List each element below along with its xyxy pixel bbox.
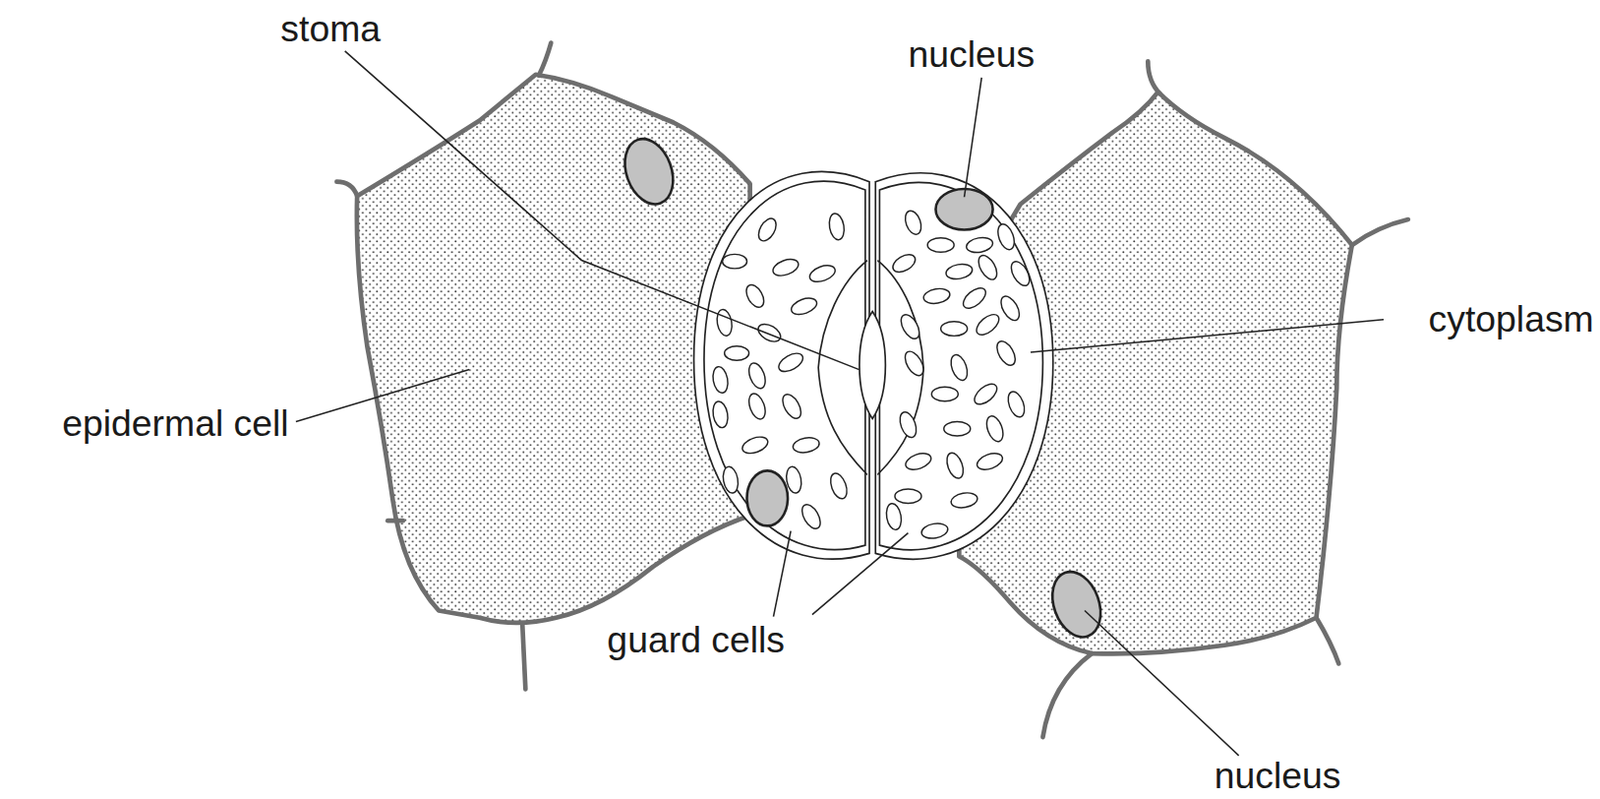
cell-wall-stubs: [336, 43, 1408, 738]
chloroplast: [770, 255, 801, 279]
chloroplast: [974, 450, 1005, 474]
chloroplast: [945, 262, 974, 282]
epidermal-cell-left: [356, 74, 751, 623]
cell-wall: [1042, 652, 1092, 737]
chloroplast: [944, 421, 971, 437]
cell-wall: [522, 624, 526, 689]
chloroplast: [745, 391, 769, 421]
chloroplast: [714, 307, 734, 337]
part-label: guard cells: [606, 621, 785, 658]
chloroplast: [755, 215, 780, 244]
chloroplast: [798, 501, 825, 533]
stoma-pore: [859, 310, 886, 418]
part-label: nucleus: [1214, 757, 1342, 794]
cell-wall: [1147, 60, 1160, 94]
chloroplast: [827, 471, 850, 501]
leader-line: [773, 531, 792, 617]
chloroplast: [711, 364, 730, 394]
chloroplast: [807, 262, 837, 286]
chloroplast: [884, 501, 903, 531]
chloroplast: [711, 400, 730, 429]
chloroplast: [965, 236, 995, 255]
guard-cell-right: [875, 173, 1054, 559]
chloroplast: [745, 360, 769, 391]
chloroplast: [722, 253, 748, 269]
chloroplast: [827, 212, 846, 241]
chloroplast: [920, 521, 949, 540]
nucleus-shape: [1044, 564, 1110, 644]
leader-line: [812, 533, 909, 615]
chloroplast: [788, 295, 819, 318]
chloroplast: [897, 311, 924, 343]
leader-line: [296, 369, 470, 422]
chloroplast: [970, 379, 1001, 408]
chloroplast: [1005, 389, 1028, 419]
cell-wall: [1352, 219, 1409, 245]
chloroplast: [775, 349, 807, 375]
leader-line: [964, 77, 983, 197]
leader-line: [1030, 319, 1384, 353]
cell-wall: [538, 43, 551, 76]
chloroplast: [740, 433, 771, 457]
chloroplast: [944, 450, 967, 480]
chloroplast: [894, 488, 922, 504]
leader-line: [345, 51, 860, 370]
chloroplast: [720, 465, 740, 494]
guard-cell-left: [694, 171, 870, 559]
cell-wall: [387, 518, 404, 524]
chloroplast: [755, 320, 784, 346]
leader-lines: [296, 51, 1384, 756]
chloroplast: [995, 222, 1018, 252]
part-label: stoma: [280, 9, 381, 47]
chloroplast: [931, 386, 958, 402]
leader-line: [1084, 609, 1240, 755]
guard-cell-right-inner: [879, 181, 1043, 549]
chloroplast: [927, 237, 954, 253]
epidermal-cells: [336, 43, 1408, 738]
nucleus-shape: [616, 131, 682, 211]
chloroplast: [948, 352, 971, 382]
part-label: epidermal cell: [61, 405, 289, 442]
chloroplast: [983, 414, 1007, 444]
chloroplast: [778, 391, 805, 422]
chloroplast: [903, 450, 934, 474]
chloroplast: [997, 293, 1023, 324]
chloroplast: [959, 284, 990, 312]
part-label: nucleus: [907, 36, 1035, 73]
chloroplast: [993, 338, 1019, 369]
chloroplast: [922, 286, 951, 305]
chloroplast: [901, 348, 928, 379]
cell-wall: [336, 181, 357, 197]
chloroplast: [724, 346, 750, 361]
chloroplast: [896, 409, 920, 439]
guard-cells: [694, 171, 1054, 559]
guard-cell-left-inner: [704, 180, 866, 550]
chloroplast: [1007, 258, 1034, 290]
nucleus-shape: [747, 470, 789, 526]
chloroplast: [902, 208, 925, 237]
chloroplast: [941, 321, 968, 337]
part-label: cytoplasm: [1428, 300, 1595, 338]
chloroplast: [974, 252, 1001, 284]
chloroplasts: [711, 208, 1034, 540]
cell-wall: [1316, 617, 1340, 664]
chloroplast: [742, 281, 768, 310]
chloroplast: [791, 435, 821, 455]
chloroplast: [889, 250, 919, 276]
chloroplast: [972, 310, 1003, 339]
chloroplast: [949, 490, 979, 510]
